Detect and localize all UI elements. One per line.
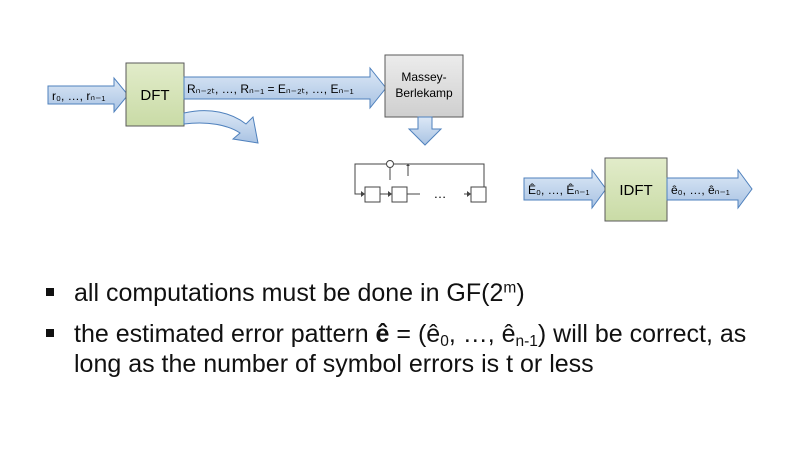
bullet-2-text-a: the estimated error pattern (74, 320, 376, 348)
idft-block (604, 157, 668, 222)
bullet-1-text: all computations must be done in GF(2 (74, 279, 504, 307)
bullet-1-close: ) (516, 279, 525, 307)
lfsr-dots: … (434, 186, 447, 201)
output-label: ê₀, …, êₙ₋₁ (671, 183, 730, 197)
bullet-2-text-d: ) will be correct, as long as the number… (74, 320, 747, 378)
bullet-marker (46, 329, 54, 337)
decoder-block-diagram: r₀, …, rₙ₋₁ DFT Rₙ₋₂ₜ, …, Rₙ₋₁ = Eₙ₋₂ₜ, … (47, 54, 753, 222)
syndrome-arrow (183, 66, 387, 110)
dft-label: DFT (140, 87, 169, 104)
lfsr-register-2 (391, 186, 408, 203)
bullet-1-exponent: m (503, 279, 517, 297)
bullet-list: all computations must be done in GF(2m ) … (46, 278, 786, 390)
bullet-marker (46, 288, 54, 296)
dft-block (125, 62, 185, 127)
output-arrow (666, 168, 753, 210)
bullet-2-sub-n1: n-1 (515, 332, 538, 350)
input-label: r₀, …, rₙ₋₁ (52, 89, 105, 103)
bullet-item-gf: all computations must be done in GF(2m) (46, 278, 786, 308)
mb-down-arrow (407, 116, 443, 146)
syndrome-label: Rₙ₋₂ₜ, …, Rₙ₋₁ = Eₙ₋₂ₜ, …, Eₙ₋₁ (187, 82, 354, 96)
error-spectrum-label: Ê₀, …, Êₙ₋₁ (528, 182, 590, 197)
lfsr-register-3 (470, 186, 487, 203)
bullet-2-sub-0: 0 (440, 332, 449, 350)
massey-label-line1: Massey- (401, 70, 446, 84)
bullet-2-text-b: = (ê (389, 320, 441, 348)
massey-label-line2: Berlekamp (395, 86, 453, 100)
bullet-2-bold-symbol: ê (375, 320, 390, 348)
idft-label: IDFT (619, 182, 652, 199)
error-spectrum-arrow (523, 168, 607, 210)
discard-curved-arrow (183, 110, 259, 144)
input-arrow (47, 76, 129, 114)
bullet-2-text-c: , …, ê (448, 320, 516, 348)
lfsr-register-1 (364, 186, 381, 203)
bullet-item-error-pattern: the estimated error pattern ê = (ê0, …, … (46, 319, 786, 379)
